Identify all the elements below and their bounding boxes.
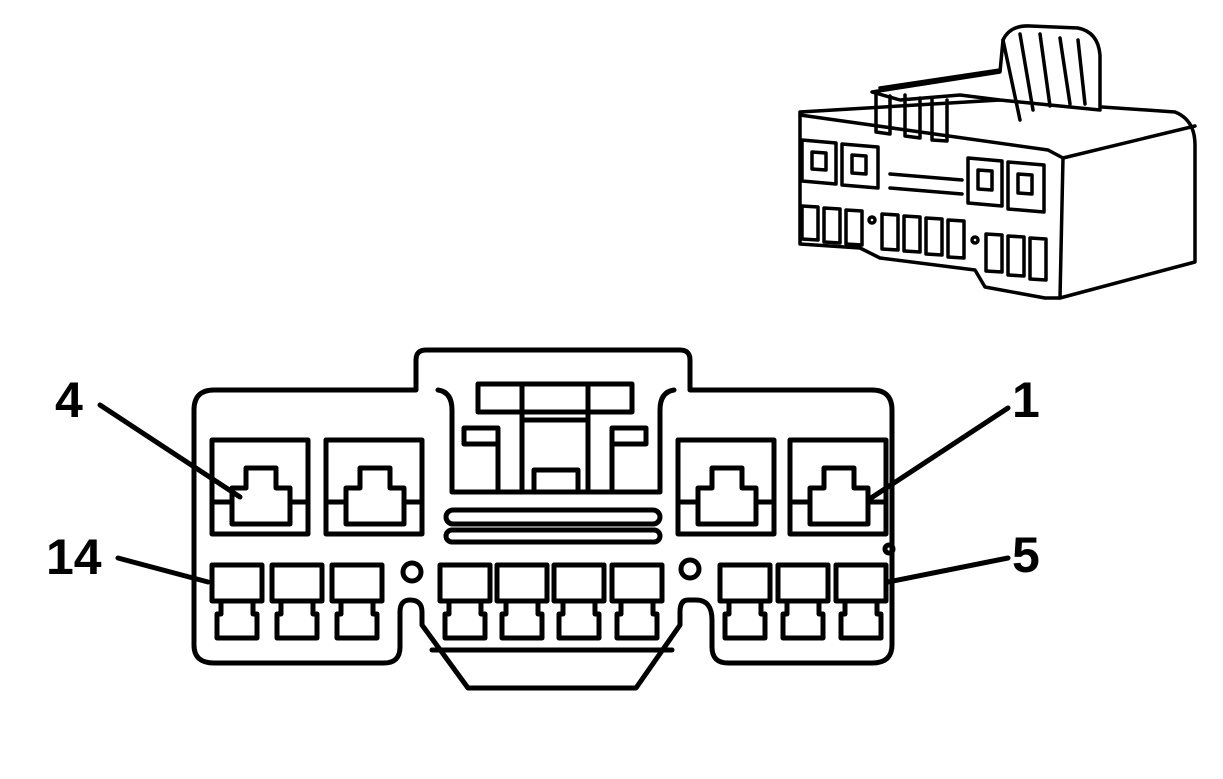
- iso-small-cavity: [986, 234, 1002, 272]
- iso-latch-tab-c: [932, 98, 947, 141]
- small-cavity: [497, 565, 547, 638]
- callout-4-leader: [100, 405, 240, 497]
- key-hole-right: [681, 560, 699, 578]
- iso-latch-rail-5: [1078, 40, 1085, 104]
- latch-frame: [438, 390, 674, 492]
- iso-large-cavity: [802, 140, 836, 184]
- iso-large-cavity: [852, 155, 866, 174]
- iso-latch-tab-a: [876, 92, 890, 134]
- callouts: 4 1 14 5: [46, 372, 1040, 585]
- housing-outline: [194, 350, 892, 688]
- callout-14-leader: [118, 558, 208, 582]
- latch-tab-right: [612, 428, 646, 444]
- iso-latch-rail-3: [1040, 34, 1050, 106]
- iso-latch-rail-2: [1020, 34, 1033, 110]
- small-cavity: [778, 565, 828, 638]
- iso-key-hole: [972, 237, 978, 243]
- iso-large-cavity: [812, 152, 826, 170]
- iso-small-cavity: [926, 218, 942, 255]
- large-cavity-3: [326, 440, 422, 534]
- iso-latch-tab-b: [905, 95, 920, 138]
- iso-side-edge: [1063, 126, 1195, 158]
- large-cavities: [212, 440, 886, 534]
- iso-large-cavity: [968, 158, 1002, 206]
- edge-mark: [885, 545, 893, 553]
- connector-isometric-view: [800, 26, 1195, 298]
- iso-small-cavities: [802, 206, 1046, 280]
- slot-lower: [446, 530, 660, 542]
- latch-center-post: [522, 384, 588, 492]
- small-cavity: [212, 565, 262, 638]
- large-cavity-4: [212, 440, 308, 534]
- iso-small-cavity: [948, 220, 964, 258]
- large-cavity-1: [790, 440, 886, 534]
- latch-tab-left: [464, 428, 498, 444]
- iso-small-cavity: [882, 214, 898, 250]
- small-cavity: [720, 565, 770, 638]
- callout-14-label: 14: [46, 529, 102, 585]
- latch-lock: [534, 470, 578, 492]
- large-cavity-2: [678, 440, 774, 534]
- iso-latch-rail-4: [1060, 38, 1070, 104]
- iso-large-cavity: [1018, 174, 1032, 194]
- callout-1-label: 1: [1012, 372, 1040, 428]
- iso-latch-top: [880, 70, 1000, 88]
- iso-small-cavity: [846, 210, 862, 245]
- iso-small-cavity: [1030, 238, 1046, 280]
- iso-small-cavity: [824, 208, 840, 243]
- iso-small-cavity: [802, 206, 818, 240]
- callout-5-label: 5: [1012, 527, 1040, 583]
- connector-face-view: [194, 350, 893, 688]
- iso-small-cavity: [1008, 236, 1024, 276]
- small-cavities: [212, 565, 886, 638]
- latch-center-mid: [522, 412, 588, 420]
- small-cavity: [332, 565, 382, 638]
- iso-face-edge: [800, 115, 1063, 298]
- iso-small-cavity: [904, 216, 920, 252]
- iso-large-cavity: [1008, 162, 1044, 212]
- iso-latch-rail-1: [1003, 40, 1020, 120]
- iso-key-hole: [869, 217, 875, 223]
- iso-large-cavity: [842, 144, 878, 188]
- small-cavity: [554, 565, 604, 638]
- callout-4-label: 4: [55, 372, 83, 428]
- latch-top-bar: [478, 384, 632, 412]
- small-cavity: [440, 565, 490, 638]
- key-hole-left: [403, 563, 421, 581]
- small-cavity: [836, 565, 886, 638]
- small-cavity: [612, 565, 662, 638]
- iso-slot: [890, 174, 962, 180]
- small-cavity: [272, 565, 322, 638]
- callout-1-leader: [868, 408, 1008, 500]
- iso-large-cavity: [978, 170, 992, 190]
- iso-body-outline: [800, 100, 1195, 298]
- slot-upper: [446, 510, 660, 524]
- iso-large-cavities: [802, 140, 1044, 212]
- callout-5-leader: [888, 558, 1008, 582]
- iso-slot: [890, 188, 962, 194]
